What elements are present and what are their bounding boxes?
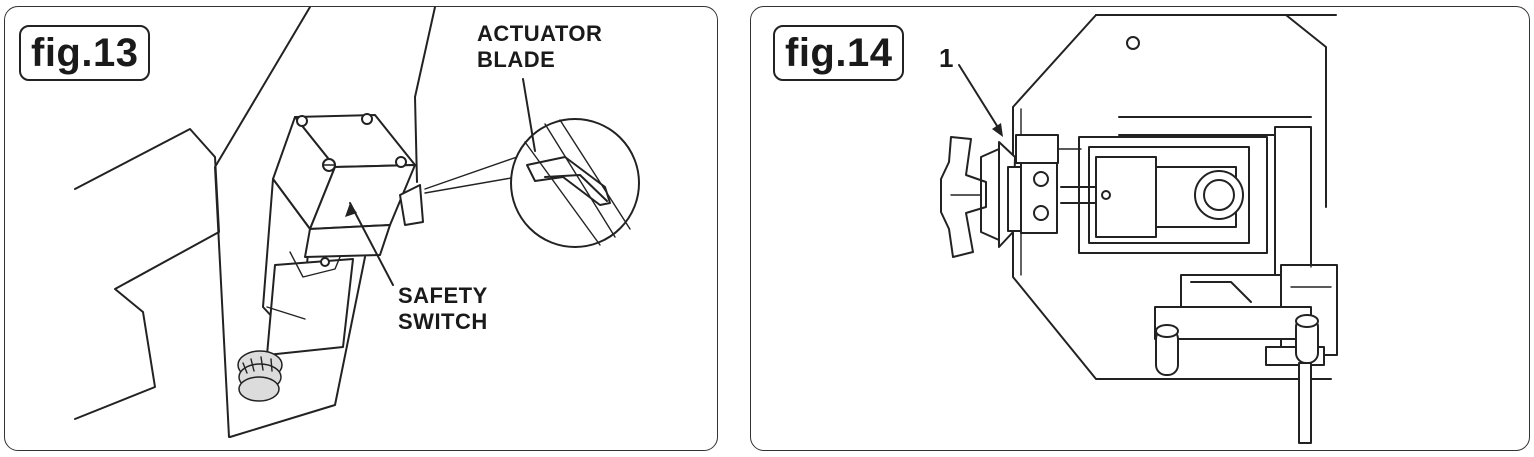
housing-hole-top [1126, 36, 1140, 50]
housing-right-outline [1095, 14, 1327, 208]
hand-wheel [940, 136, 1016, 258]
part-1-arrowhead [992, 123, 1003, 137]
safety-switch-body [262, 178, 391, 356]
lower-clamp-mechanism [1154, 264, 1338, 356]
safety-switch-label-line-1: SAFETY [398, 283, 488, 308]
safety-switch-leader [349, 202, 394, 286]
eccentric-wheel-inner [1203, 179, 1235, 211]
column-right-edge [414, 7, 436, 183]
machine-body-outline [74, 128, 220, 420]
figure-13-drawing [74, 7, 640, 438]
figure-14-label: fig.14 [773, 25, 905, 81]
column-lower-edge [229, 256, 366, 438]
figure-14-panel: fig.14 1 [750, 6, 1530, 451]
safety-switch-arrowhead [345, 203, 357, 217]
cable-gland [237, 350, 283, 402]
actuator-tab [399, 184, 424, 226]
actuator-detail-circle [510, 118, 640, 248]
actuator-label-line-1: ACTUATOR [477, 21, 603, 46]
right-housing-block [1274, 126, 1312, 278]
slider-block [1095, 156, 1157, 238]
clamp-handle-right [1265, 314, 1325, 444]
figure-14-drawing [940, 14, 1338, 444]
actuator-blade-leader [522, 78, 536, 152]
actuator-label-line-2: BLADE [477, 47, 556, 72]
safety-switch-label-line-2: SWITCH [398, 309, 488, 334]
actuator-blade-callout: ACTUATOR BLADE [477, 21, 602, 73]
figure-13-panel: fig.13 ACTUATOR BLADE SAFETY SWITCH [4, 6, 718, 451]
part-1-leader [958, 64, 1000, 130]
safety-switch-part-1 [1007, 134, 1082, 234]
detail-leader-top [424, 156, 518, 190]
housing-outline [1012, 14, 1332, 380]
part-1-callout: 1 [939, 43, 954, 73]
figure-13-label: fig.13 [19, 25, 151, 81]
detail-leader-bottom [424, 176, 518, 194]
safety-switch-callout: SAFETY SWITCH [398, 283, 488, 335]
safety-switch-head [272, 113, 416, 230]
column-left-edge [214, 7, 311, 438]
slider-pin [1101, 190, 1111, 200]
clamp-handle-left [1155, 324, 1179, 376]
